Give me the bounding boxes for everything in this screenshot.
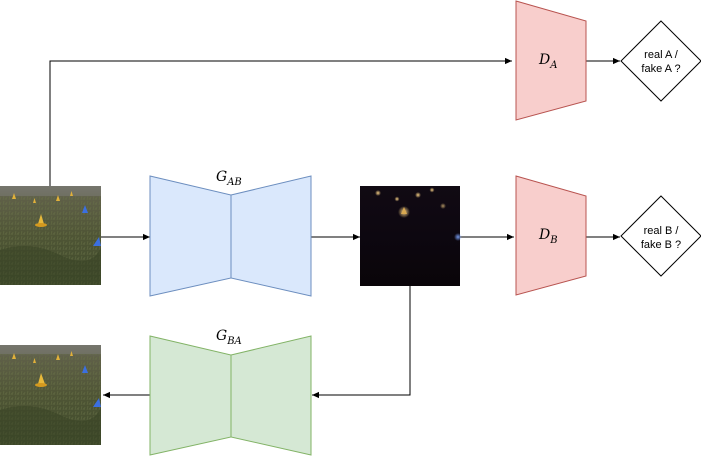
edges bbox=[49, 57, 620, 399]
generator-ba: GBA bbox=[149, 328, 312, 456]
edge-fakeb-to-gba bbox=[312, 286, 411, 399]
decision-b-line2: fake B ? bbox=[641, 239, 681, 251]
fake-image-b bbox=[360, 186, 462, 286]
discriminator-b-label: DB bbox=[538, 227, 558, 246]
decision-a-line1: real A / bbox=[644, 49, 679, 61]
discriminator-a-label: DA bbox=[538, 52, 557, 71]
decision-a: real A / fake A ? bbox=[620, 20, 701, 102]
discriminator-a: DA bbox=[515, 0, 587, 121]
generator-ab-label: GAB bbox=[216, 169, 242, 188]
decision-a-line2: fake A ? bbox=[641, 63, 680, 75]
input-image-a bbox=[0, 186, 101, 285]
reconstructed-image-a bbox=[0, 345, 101, 445]
generator-ab: GAB bbox=[149, 169, 312, 297]
generator-ba-label: GBA bbox=[216, 328, 242, 347]
decision-b: real B / fake B ? bbox=[620, 195, 701, 277]
discriminator-b: DB bbox=[515, 175, 587, 296]
decision-b-line1: real B / bbox=[644, 225, 680, 237]
edge-input-to-da bbox=[49, 57, 512, 186]
